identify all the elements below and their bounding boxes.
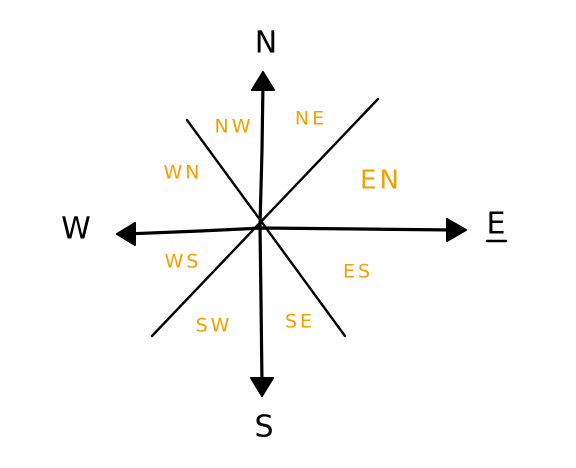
diagonal-ne-sw-line — [150, 97, 380, 338]
north-arrowhead — [251, 71, 275, 91]
west-label: W — [61, 212, 91, 247]
south-arrowhead — [250, 377, 274, 397]
sector-label-sw: SW — [196, 315, 233, 337]
sector-label-ws: WS — [165, 251, 202, 273]
east-arrowhead — [446, 218, 467, 242]
sector-label-es: ES — [343, 261, 373, 283]
sector-label-ne: NE — [295, 108, 327, 130]
east-label: E — [487, 207, 506, 242]
north-south-axis — [258, 80, 265, 386]
south-label: S — [254, 410, 273, 445]
sector-label-se: SE — [285, 311, 315, 333]
north-label: N — [255, 26, 277, 61]
sector-label-nw: NW — [215, 116, 254, 138]
sector-label-wn: WN — [164, 162, 203, 184]
west-arrowhead — [116, 222, 136, 246]
sector-label-en: EN — [360, 166, 402, 196]
east-west-axis — [124, 226, 457, 236]
